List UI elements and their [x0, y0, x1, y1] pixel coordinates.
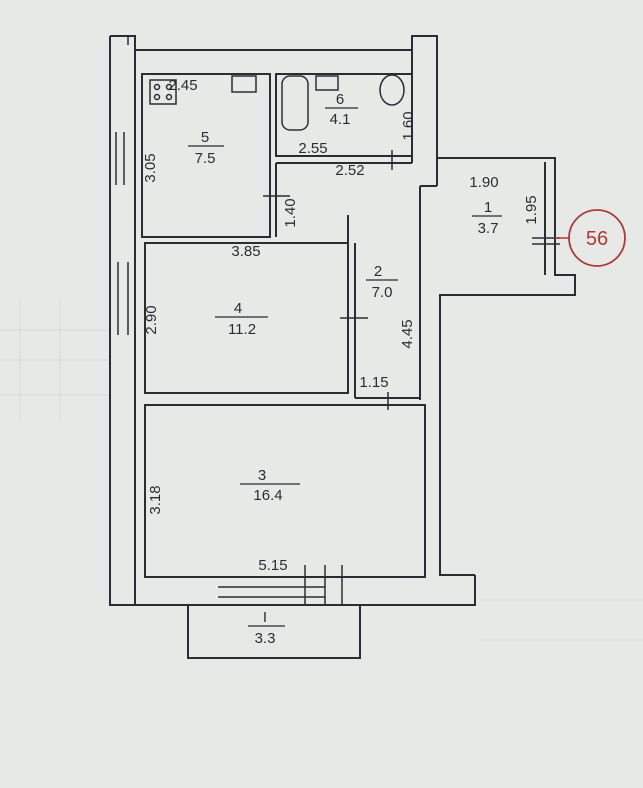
dim-corridor-step: 1.40 [282, 198, 299, 227]
dim-kitchen-top: 2.45 [168, 77, 197, 94]
apartment-number-stamp: 56 [555, 209, 626, 267]
apartment-number: 56 [586, 228, 608, 250]
dim-corridor-height: 4.45 [399, 319, 416, 348]
dim-room3-height: 3.18 [147, 485, 164, 514]
label-fraction-lines [188, 107, 502, 627]
room-number-4: 4 [234, 300, 242, 317]
windows [115, 36, 560, 605]
outer-walls [109, 35, 576, 606]
dim-corridor-width: 2.52 [335, 162, 364, 179]
room-number-5: 5 [201, 129, 209, 146]
fixtures [149, 74, 405, 131]
room-number-2: 2 [374, 263, 382, 280]
washbasin-icon [315, 75, 339, 91]
dim-room4-width: 3.85 [231, 243, 260, 260]
dimension-labels: 2.45 3.05 2.55 1.60 2.52 1.40 3.85 2.90 … [142, 77, 540, 574]
toilet-icon [379, 74, 405, 106]
stove-icon [149, 79, 177, 105]
balcony-area: 3.3 [255, 630, 276, 647]
dim-hall-width: 1.90 [469, 174, 498, 191]
stamp-circle [568, 209, 626, 267]
background-lines [0, 300, 643, 641]
balcony-number: I [263, 609, 267, 626]
room-area-4: 11.2 [228, 321, 256, 338]
room-number-6: 6 [336, 91, 344, 108]
dim-room4-height: 2.90 [143, 305, 160, 334]
dim-bath-width: 2.55 [298, 140, 327, 157]
sink-icon [231, 75, 257, 93]
room-area-5: 7.5 [195, 150, 216, 167]
dim-room3-width: 5.15 [258, 557, 287, 574]
bathtub-icon [281, 75, 309, 131]
dim-hall-height: 1.95 [523, 195, 540, 224]
room-area-1: 3.7 [478, 220, 499, 237]
interior-walls [141, 73, 546, 659]
dim-corridor-bottom: 1.15 [359, 374, 388, 391]
room-number-1: 1 [484, 199, 492, 216]
room-number-3: 3 [258, 467, 266, 484]
room-area-2: 7.0 [372, 284, 393, 301]
room-area-6: 4.1 [330, 111, 351, 128]
dim-bath-height: 1.60 [400, 111, 417, 140]
room-area-3: 16.4 [253, 487, 282, 504]
room-labels: 1 3.7 2 7.0 3 16.4 4 11.2 5 7.5 6 4.1 I … [195, 91, 499, 647]
dim-kitchen-side: 3.05 [142, 153, 159, 182]
